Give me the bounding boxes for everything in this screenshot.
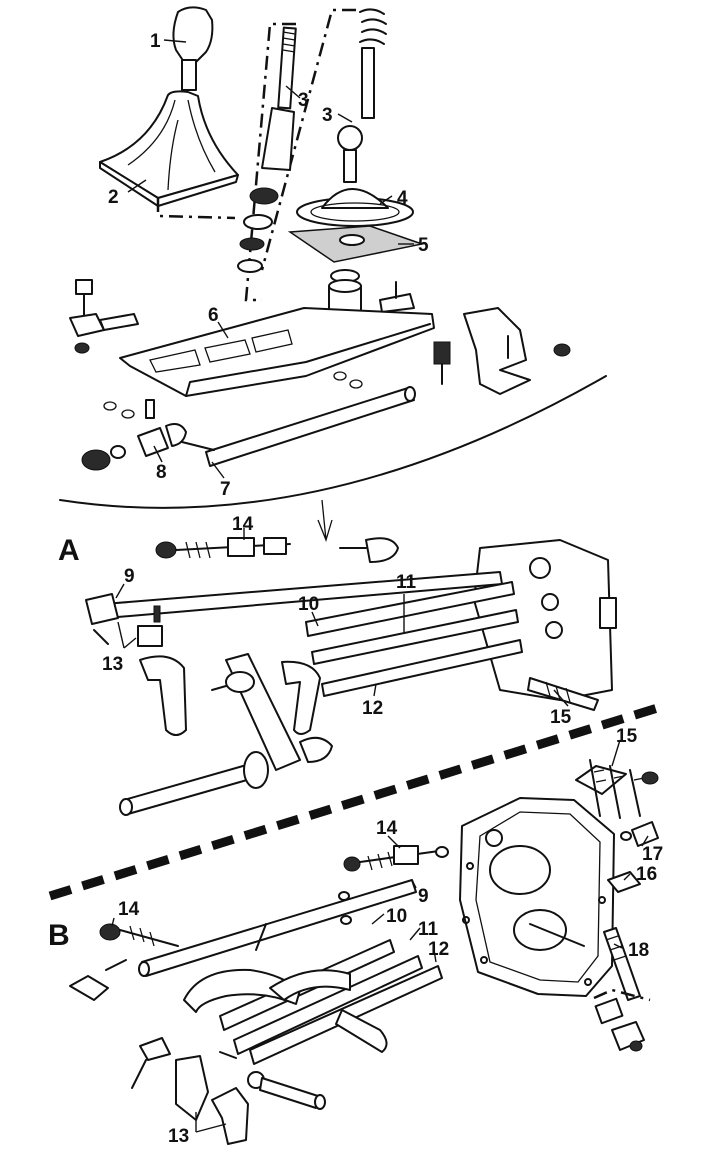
callout-5: 5 (418, 235, 429, 256)
callout-6: 6 (208, 305, 219, 326)
callout-labels: 1 2 3 3 4 5 6 7 8 A 14 9 10 11 12 13 15 … (48, 31, 663, 1147)
callout-9-a: 9 (124, 566, 135, 587)
section-label-b: B (48, 919, 70, 952)
callout-12-b: 12 (428, 939, 449, 960)
callout-17: 17 (642, 844, 663, 865)
callout-14-b: 14 (376, 818, 398, 839)
callout-16: 16 (636, 864, 657, 885)
callout-15-b: 15 (616, 726, 638, 747)
selector-rod-upper (181, 371, 416, 467)
joint-parts (81, 399, 187, 471)
callout-15-a: 15 (550, 707, 572, 728)
callout-13-a: 13 (102, 654, 123, 675)
callout-8: 8 (156, 462, 167, 483)
leader-dash-lever-left (244, 22, 296, 302)
callout-7: 7 (220, 479, 231, 500)
callout-3-left: 3 (298, 90, 309, 111)
gear-boot (99, 90, 239, 207)
section-b-assembly (69, 759, 659, 1145)
upper-mount (328, 269, 415, 313)
callout-12-a: 12 (362, 698, 383, 719)
bolt-assembly-left (69, 279, 139, 354)
callout-3-right: 3 (322, 105, 333, 126)
divider-curve (59, 375, 607, 509)
shift-housing-cover (119, 307, 435, 397)
bracket-right (433, 307, 571, 395)
callout-18: 18 (628, 940, 649, 961)
leader-dash-boot (156, 198, 236, 220)
callout-11-b: 11 (418, 919, 439, 940)
callout-10-b: 10 (386, 906, 407, 927)
callout-9-b: 9 (418, 886, 429, 907)
gear-lever-rod-left (237, 26, 297, 273)
callout-4: 4 (397, 188, 408, 209)
divider-arrow (317, 499, 333, 542)
callout-1: 1 (150, 31, 161, 52)
section-label-a: A (58, 534, 80, 567)
callout-13-b: 13 (168, 1126, 189, 1147)
divider-dashed (48, 701, 666, 901)
callout-11-a: 11 (396, 572, 417, 593)
callout-10-a: 10 (298, 594, 319, 615)
leader-lines (111, 39, 649, 1133)
leader-dash-lever-right (260, 8, 356, 271)
gaiter-plate (296, 188, 414, 227)
callout-14-c: 14 (118, 899, 140, 920)
gasket-plate (287, 225, 425, 263)
gear-lever-rod-right (337, 8, 387, 183)
callout-2: 2 (108, 187, 119, 208)
gear-knob (172, 6, 214, 91)
callout-14-a: 14 (232, 514, 254, 535)
section-a-assembly (85, 537, 617, 816)
